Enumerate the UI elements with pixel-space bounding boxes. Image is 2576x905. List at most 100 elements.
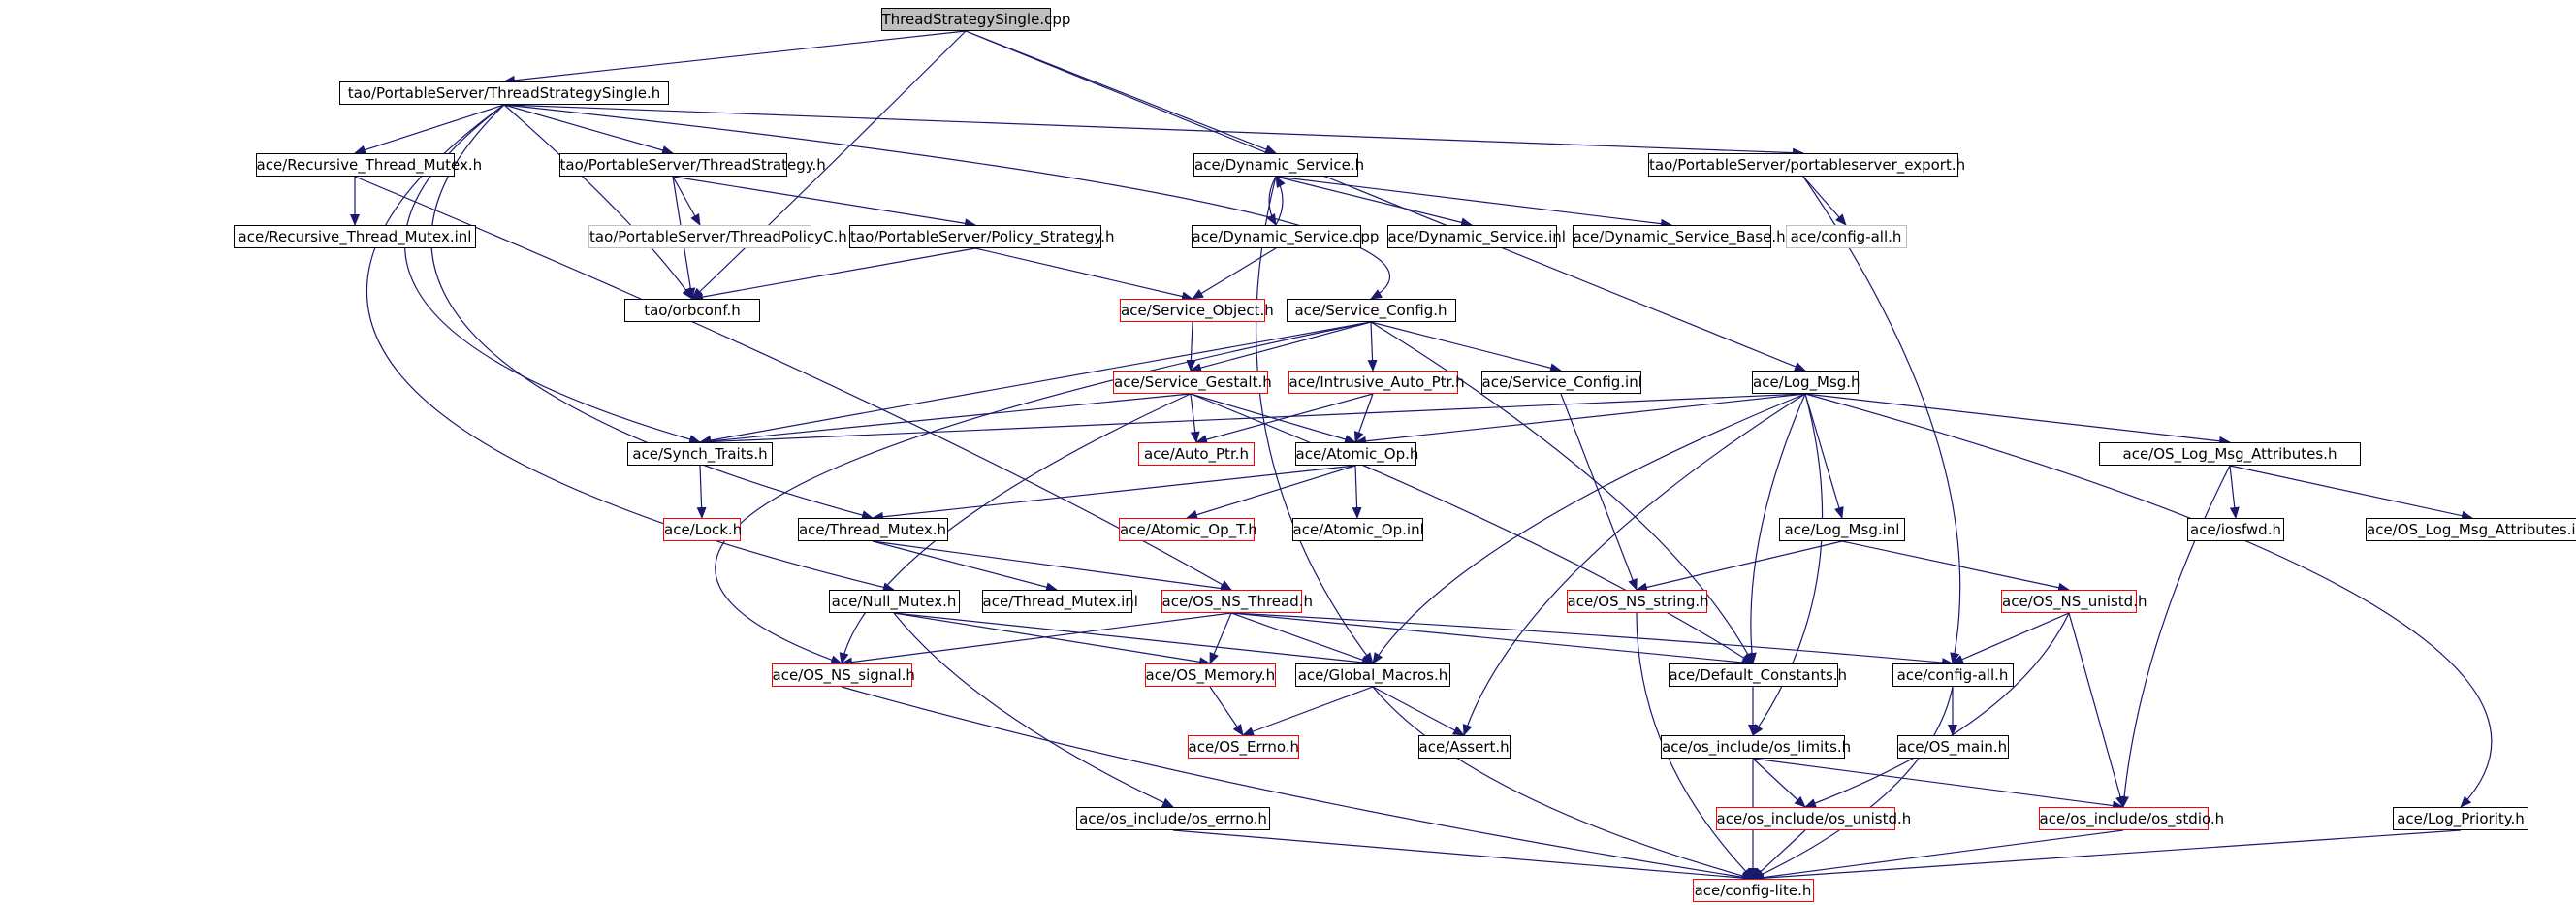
edge-oserrno_inc-to-cfglite: [1172, 829, 1754, 884]
edge-st_h-to-lock_h: [696, 465, 707, 519]
edge-tss_h-to-sc_h: [503, 104, 1390, 300]
node-assert-h[interactable]: ace/Assert.h: [1417, 735, 1511, 759]
edge-tss_h-to-nm_h: [366, 104, 895, 593]
node-tss-h[interactable]: tao/PortableServer/ThreadStrategySingle.…: [339, 81, 669, 105]
node-ds-cpp[interactable]: ace/Dynamic_Service.cpp: [1191, 225, 1379, 248]
edge-root-to-tss_h: [503, 30, 967, 85]
node-st-h[interactable]: ace/Synch_Traits.h: [627, 442, 773, 466]
node-osunistd-inc[interactable]: ace/os_include/os_unistd.h: [1715, 807, 1911, 830]
edge-sc_inl-to-osnss_h: [1560, 393, 1638, 591]
edge-osnsu_h-to-cfgall: [1952, 612, 2070, 664]
node-ao-inl[interactable]: ace/Atomic_Op.inl: [1291, 518, 1424, 541]
edge-lm_h-to-oslimits: [1752, 393, 1824, 736]
node-tm-inl[interactable]: ace/Thread_Mutex.inl: [981, 590, 1138, 613]
node-ds-inl[interactable]: ace/Dynamic_Service.inl: [1386, 225, 1566, 248]
edge-tss_h-to-orbconf: [503, 104, 693, 300]
edge-ao_h-to-tm_h: [872, 465, 1356, 522]
edge-tm_h-to-tm_inl: [872, 540, 1058, 593]
node-osstdio-inc[interactable]: ace/os_include/os_stdio.h: [2038, 807, 2224, 830]
node-orbconf[interactable]: tao/orbconf.h: [624, 299, 760, 322]
node-root[interactable]: ThreadStrategySingle.cpp: [880, 8, 1070, 31]
node-osmem-h[interactable]: ace/OS_Memory.h: [1144, 663, 1276, 687]
edge-sc_h-to-st_h: [699, 321, 1372, 445]
node-iap-h[interactable]: ace/Intrusive_Auto_Ptr.h: [1288, 371, 1465, 394]
edge-gm_h-to-assert_h: [1372, 686, 1465, 736]
node-so-h[interactable]: ace/Service_Object.h: [1120, 299, 1274, 322]
node-osnsu-h[interactable]: ace/OS_NS_unistd.h: [2001, 590, 2147, 613]
node-ps-h[interactable]: tao/PortableServer/Policy_Strategy.h: [849, 225, 1114, 248]
edge-lm_h-to-oslma_h: [1804, 393, 2231, 446]
node-cfglite[interactable]: ace/config-lite.h: [1692, 879, 1814, 902]
edge-pse_h-to-cfgall_gray: [1802, 176, 1847, 226]
edge-osunistd_inc-to-cfglite: [1752, 829, 1806, 880]
edge-root-to-orbconf: [691, 30, 967, 300]
node-ts-h[interactable]: tao/PortableServer/ThreadStrategy.h: [558, 153, 826, 177]
edge-oslma_h-to-osstdio_inc: [2119, 465, 2231, 808]
edge-sc_h-to-sg_h: [1190, 321, 1372, 372]
edge-sc_h-to-iap_h: [1367, 321, 1378, 372]
edge-lm_h-to-dc_h: [1746, 393, 1806, 664]
edge-nm_h-to-gm_h: [893, 612, 1374, 667]
edge-sc_h-to-sc_inl: [1370, 321, 1562, 373]
node-oslma-h[interactable]: ace/OS_Log_Msg_Attributes.h: [2099, 442, 2361, 466]
edge-lm_h-to-ao_h: [1354, 393, 1806, 446]
node-osnst-h[interactable]: ace/OS_NS_Thread.h: [1161, 590, 1313, 613]
edge-osnsu_h-to-osunistd_inc: [1804, 612, 2070, 808]
node-oserrno-inc[interactable]: ace/os_include/os_errno.h: [1076, 807, 1270, 830]
node-ao-h[interactable]: ace/Atomic_Op.h: [1294, 442, 1418, 466]
edge-sg_h-to-ao_h: [1190, 393, 1356, 444]
edge-nm_h-to-oserrno_inc: [893, 612, 1174, 808]
edge-sg_h-to-st_h: [699, 393, 1192, 446]
node-ds-h[interactable]: ace/Dynamic_Service.h: [1193, 153, 1364, 177]
edge-cfgall-to-cfglite: [1752, 686, 1954, 880]
node-ap-h[interactable]: ace/Auto_Ptr.h: [1138, 442, 1255, 466]
node-tpc-h: tao/PortableServer/ThreadPolicyC.h: [588, 225, 847, 248]
edge-osnsu_h-to-osstdio_inc: [2068, 612, 2125, 808]
node-logprio[interactable]: ace/Log_Priority.h: [2393, 807, 2528, 830]
node-sc-h[interactable]: ace/Service_Config.h: [1286, 299, 1456, 322]
edge-ts_h-to-ps_h: [672, 176, 976, 229]
node-oserrno-h[interactable]: ace/OS_Errno.h: [1187, 735, 1299, 759]
node-nm-h[interactable]: ace/Null_Mutex.h: [828, 590, 960, 613]
node-dsb-h[interactable]: ace/Dynamic_Service_Base.h: [1572, 225, 1786, 248]
edge-ds_h-to-ds_cpp: [1266, 176, 1277, 226]
node-osnsig-h[interactable]: ace/OS_NS_signal.h: [771, 663, 915, 687]
edge-lm_h-to-st_h: [699, 393, 1806, 447]
edge-osnst_h-to-osnsig_h: [841, 612, 1232, 667]
edge-ds_h-to-ds_inl: [1275, 176, 1473, 228]
edge-ds_h-to-dsb_h: [1275, 176, 1672, 229]
node-gm-h[interactable]: ace/Global_Macros.h: [1295, 663, 1450, 687]
node-osmain[interactable]: ace/OS_main.h: [1896, 735, 2009, 759]
edge-oslma_h-to-iosfwd: [2229, 465, 2240, 519]
edge-tss_h-to-ts_h: [503, 104, 674, 155]
edge-lm_inl-to-osnsu_h: [1841, 540, 2070, 593]
node-aot-h[interactable]: ace/Atomic_Op_T.h: [1119, 518, 1257, 541]
node-pse-h[interactable]: tao/PortableServer/portableserver_export…: [1648, 153, 1965, 177]
node-tm-h[interactable]: ace/Thread_Mutex.h: [797, 518, 948, 541]
node-lm-h[interactable]: ace/Log_Msg.h: [1752, 371, 1860, 394]
edge-lm_h-to-assert_h: [1462, 393, 1806, 736]
edge-osnst_h-to-dc_h: [1230, 612, 1754, 667]
node-oslimits[interactable]: ace/os_include/os_limits.h: [1661, 735, 1851, 759]
edge-lm_inl-to-osnss_h: [1636, 540, 1843, 593]
edge-oslimits-to-osstdio_inc: [1752, 758, 2124, 811]
edge-iap_h-to-ap_h: [1195, 393, 1374, 444]
node-rtm-h[interactable]: ace/Recursive_Thread_Mutex.h: [255, 153, 482, 177]
node-lm-inl[interactable]: ace/Log_Msg.inl: [1779, 518, 1905, 541]
edge-lm_h-to-lm_inl: [1804, 393, 1844, 519]
node-cfgall[interactable]: ace/config-all.h: [1892, 663, 2014, 687]
node-sg-h[interactable]: ace/Service_Gestalt.h: [1113, 371, 1272, 394]
edge-ts_h-to-tpc_h: [672, 176, 701, 226]
edge-osnst_h-to-cfgall: [1230, 612, 1954, 667]
edge-oslimits-to-osunistd_inc: [1752, 758, 1806, 808]
node-rtm-inl[interactable]: ace/Recursive_Thread_Mutex.inl: [234, 225, 476, 248]
node-dc-h[interactable]: ace/Default_Constants.h: [1668, 663, 1847, 687]
node-sc-inl[interactable]: ace/Service_Config.inl: [1480, 371, 1642, 394]
edge-ao_h-to-ao_inl: [1352, 465, 1362, 519]
edge-sg_h-to-dc_h: [1190, 393, 1754, 664]
node-osnss-h[interactable]: ace/OS_NS_string.h: [1566, 590, 1709, 613]
node-iosfwd[interactable]: ace/iosfwd.h: [2187, 518, 2284, 541]
node-oslma-inl[interactable]: ace/OS_Log_Msg_Attributes.inl: [2366, 518, 2576, 541]
node-lock-h[interactable]: ace/Lock.h: [663, 518, 742, 541]
